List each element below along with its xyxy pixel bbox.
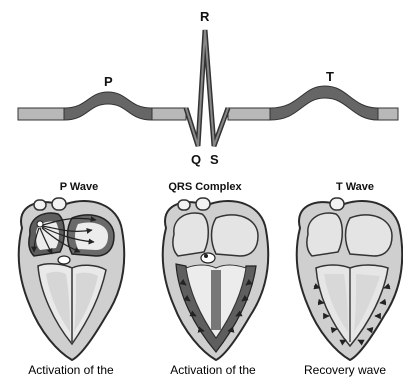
heart-illustrations: [0, 194, 403, 364]
heart-p-wave: [19, 198, 125, 360]
label-r: R: [200, 9, 209, 24]
heart-qrs: [163, 198, 269, 360]
panel-title-qrs: QRS Complex: [155, 181, 255, 193]
panel-title-t-wave: T Wave: [310, 181, 400, 193]
heart-t-wave: [297, 198, 403, 360]
p-wave: [64, 92, 152, 120]
ecg-waveform: [0, 0, 403, 170]
baseline-segment-pr: [152, 108, 186, 120]
baseline-segment-right: [378, 108, 398, 120]
label-s: S: [210, 152, 219, 167]
t-wave: [270, 86, 378, 120]
caption-p-wave: Activation of the: [16, 363, 126, 377]
label-t: T: [326, 69, 334, 84]
caption-qrs: Activation of the: [158, 363, 268, 377]
panel-title-p-wave: P Wave: [34, 181, 124, 193]
label-p: P: [104, 74, 113, 89]
caption-t-wave: Recovery wave: [304, 363, 403, 377]
baseline-segment-st: [228, 108, 270, 120]
label-q: Q: [191, 152, 201, 167]
baseline-segment-left: [18, 108, 64, 120]
